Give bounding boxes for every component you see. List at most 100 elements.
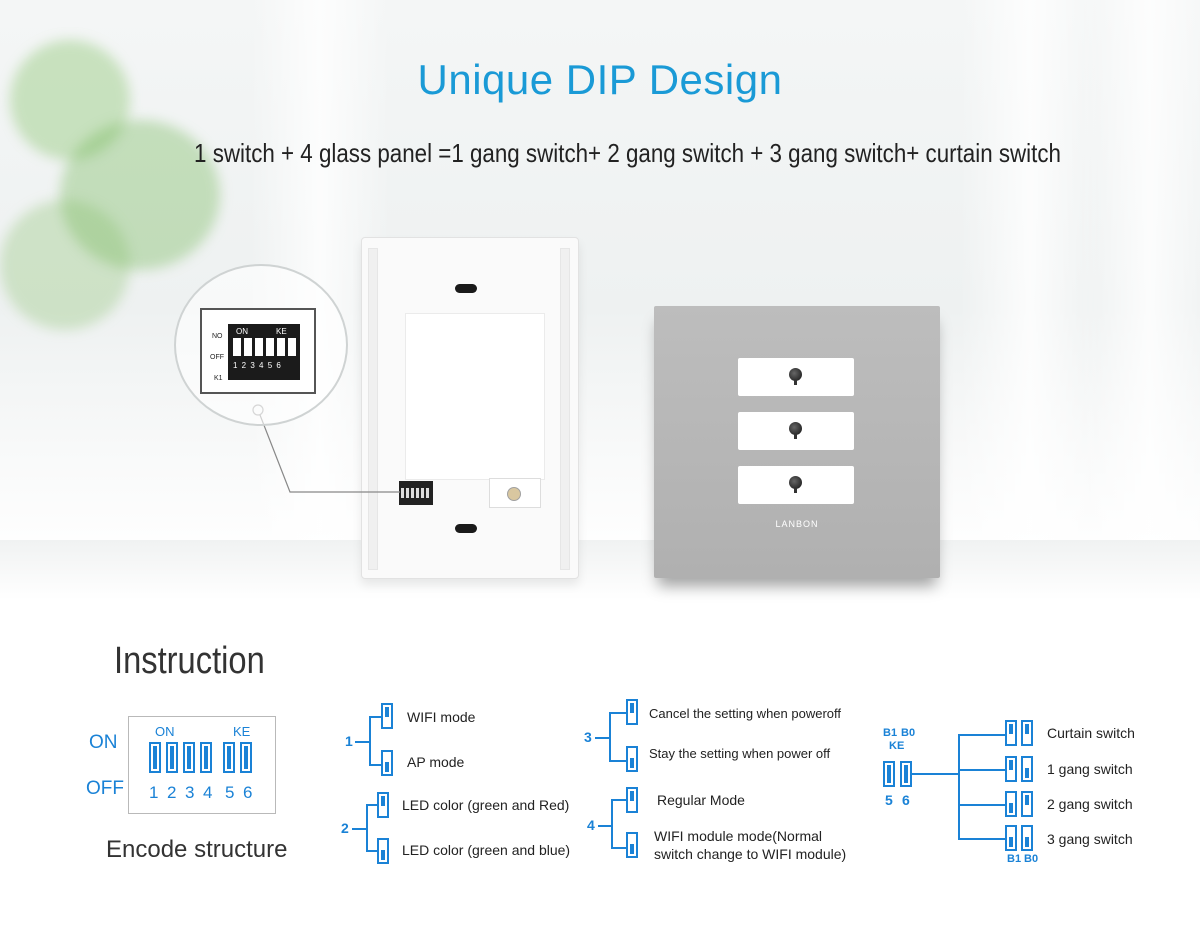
- encode-switch-3: [183, 742, 195, 773]
- bracket-line: [958, 838, 1005, 840]
- indicator-icon: [789, 368, 802, 385]
- b0-label: B0: [1024, 853, 1039, 865]
- encode-switch-5: [223, 742, 235, 773]
- bracket-line: [355, 741, 369, 743]
- page-title: Unique DIP Design: [417, 56, 783, 103]
- encode-number: 2: [167, 783, 177, 802]
- option-wifi-module-line1: WIFI module mode(Normal: [654, 828, 823, 844]
- dip-switch-up-icon: [626, 787, 638, 813]
- zoom-dip-switch: [228, 324, 300, 380]
- option-cancel-setting: Cancel the setting when poweroff: [649, 706, 841, 721]
- plate-rail: [368, 248, 378, 570]
- encode-off-label: OFF: [86, 778, 124, 799]
- plant-blur: [60, 120, 220, 270]
- bracket-line: [609, 760, 626, 762]
- glass-panel: LANBON: [654, 306, 940, 578]
- dip-switch-down-icon: [626, 832, 638, 858]
- option-led-green-blue: LED color (green and blue): [402, 842, 571, 858]
- plant-blur: [0, 200, 130, 330]
- encode-number: 1: [149, 783, 159, 802]
- dip-switch-down-icon: [377, 838, 389, 864]
- encode-caption: Encode structure: [106, 836, 288, 863]
- encode-switch-2: [166, 742, 178, 773]
- bracket-line: [366, 850, 377, 852]
- reset-button-icon: [507, 487, 521, 501]
- encode-top-ke: KE: [233, 724, 251, 739]
- dip-switch-up-icon: [1005, 756, 1017, 782]
- plate-rail: [560, 248, 570, 570]
- dip-switch-down-icon: [1021, 756, 1033, 782]
- touch-key-1: [738, 358, 854, 396]
- bracket-line: [958, 804, 1005, 806]
- zoom-label-ke: KE: [276, 327, 287, 336]
- dip-switch-down-icon: [381, 750, 393, 776]
- group-number: 3: [584, 729, 592, 745]
- b0-label: B0: [901, 727, 916, 739]
- dip-switch-down-icon: [1005, 825, 1017, 851]
- encode-on-label: ON: [89, 732, 118, 753]
- encode-number: 4: [203, 783, 213, 802]
- zoom-label-numbers: 1 2 3 4 5 6: [233, 361, 282, 370]
- dip-switch-down-icon: [1021, 825, 1033, 851]
- dip-switch-up-icon: [1021, 720, 1033, 746]
- option-2-gang-switch: 2 gang switch: [1047, 796, 1133, 812]
- option-1-gang-switch: 1 gang switch: [1047, 761, 1133, 777]
- dip-switch-chip: [399, 481, 433, 505]
- bracket-line: [611, 847, 626, 849]
- zoom-label-k1: K1: [214, 375, 223, 382]
- encode-switch-6: [240, 742, 252, 773]
- option-ap-mode: AP mode: [407, 754, 465, 770]
- b1-label: B1: [883, 727, 898, 739]
- bracket-line: [369, 716, 371, 766]
- window-light: [1080, 0, 1200, 560]
- option-wifi-module-line2: switch change to WIFI module): [654, 846, 847, 862]
- dip-switch-up-icon: [381, 703, 393, 729]
- zoom-bubble: [174, 264, 348, 426]
- switch-number-5: 5: [885, 792, 893, 808]
- window-light: [960, 0, 1100, 560]
- bracket-line: [912, 773, 958, 775]
- plate-window: [405, 313, 545, 480]
- bracket-line: [958, 734, 1005, 736]
- option-led-green-red: LED color (green and Red): [402, 797, 570, 813]
- touch-key-2: [738, 412, 854, 450]
- dip-switch-up-icon: [626, 699, 638, 725]
- encode-switch-1: [149, 742, 161, 773]
- bracket-line: [352, 828, 366, 830]
- encode-number: 5: [225, 783, 235, 802]
- zoom-label-no: NO: [212, 333, 223, 340]
- panel-brand-logo: LANBON: [775, 519, 819, 529]
- encode-top-on: ON: [155, 724, 175, 739]
- switch-number-6: 6: [902, 792, 910, 808]
- pcb-board: [489, 478, 541, 508]
- bracket-line: [598, 825, 611, 827]
- option-3-gang-switch: 3 gang switch: [1047, 831, 1133, 847]
- page-subtitle: 1 switch + 4 glass panel =1 gang switch+…: [194, 138, 1061, 168]
- encode-structure-diagram: ON KE 1 2 3 4 5 6: [128, 716, 276, 814]
- dip-switch-up-icon: [1005, 720, 1017, 746]
- switch-back-plate: [361, 237, 579, 579]
- option-stay-setting: Stay the setting when power off: [649, 746, 831, 761]
- bracket-line: [958, 734, 960, 840]
- encode-number: 3: [185, 783, 195, 802]
- hero-background: [0, 0, 1200, 560]
- zoom-label-on: ON: [236, 327, 248, 336]
- encode-number: 6: [243, 783, 253, 802]
- option-regular-mode: Regular Mode: [657, 792, 745, 808]
- indicator-icon: [789, 476, 802, 493]
- instruction-title: Instruction: [114, 640, 265, 682]
- b1-label: B1: [1007, 853, 1022, 865]
- zoom-label-off: OFF: [210, 354, 224, 361]
- bracket-line: [369, 764, 381, 766]
- bracket-line: [366, 804, 377, 806]
- table-surface: [0, 540, 1200, 600]
- bracket-line: [369, 716, 381, 718]
- plant-blur: [10, 40, 130, 160]
- bracket-line: [595, 737, 609, 739]
- dip-switch-down-icon: [626, 746, 638, 772]
- indicator-icon: [789, 422, 802, 439]
- dip-switch-5-icon: [883, 761, 895, 787]
- group-number: 2: [341, 820, 349, 836]
- group-number: 1: [345, 733, 353, 749]
- dip-switch-down-icon: [1005, 791, 1017, 817]
